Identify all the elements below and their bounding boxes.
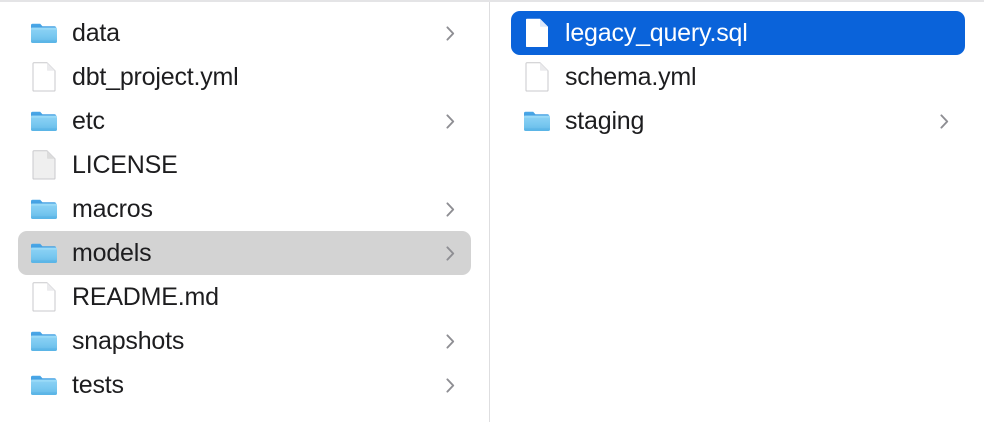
row-label: schema.yml	[565, 63, 697, 91]
row-label: LICENSE	[72, 151, 178, 179]
folder-icon	[30, 18, 58, 48]
folder-row[interactable]: macros	[18, 187, 471, 231]
file-row[interactable]: README.md	[18, 275, 471, 319]
chevron-right-icon[interactable]	[443, 374, 457, 396]
document-icon	[30, 150, 58, 180]
row-label: models	[72, 239, 152, 267]
file-row[interactable]: legacy_query.sql	[511, 11, 965, 55]
folder-row[interactable]: snapshots	[18, 319, 471, 363]
file-column-two: legacy_query.sql schema.yml staging	[490, 0, 983, 422]
folder-icon	[523, 106, 551, 136]
chevron-right-icon[interactable]	[443, 198, 457, 220]
chevron-right-icon[interactable]	[443, 22, 457, 44]
chevron-right-icon[interactable]	[443, 110, 457, 132]
document-icon	[30, 62, 58, 92]
folder-icon	[30, 326, 58, 356]
top-hairline	[0, 0, 984, 2]
row-label: data	[72, 19, 120, 47]
folder-icon	[30, 194, 58, 224]
folder-row[interactable]: data	[18, 11, 471, 55]
folder-row[interactable]: models	[18, 231, 471, 275]
row-label: legacy_query.sql	[565, 19, 748, 47]
folder-icon	[30, 238, 58, 268]
file-row[interactable]: LICENSE	[18, 143, 471, 187]
row-label: README.md	[72, 283, 219, 311]
document-icon	[523, 18, 551, 48]
chevron-right-icon[interactable]	[443, 242, 457, 264]
folder-row[interactable]: staging	[511, 99, 965, 143]
document-icon	[30, 282, 58, 312]
row-label: etc	[72, 107, 105, 135]
folder-icon	[30, 106, 58, 136]
file-row[interactable]: dbt_project.yml	[18, 55, 471, 99]
folder-row[interactable]: etc	[18, 99, 471, 143]
row-label: snapshots	[72, 327, 185, 355]
row-label: tests	[72, 371, 124, 399]
chevron-right-icon[interactable]	[443, 330, 457, 352]
folder-row[interactable]: tests	[18, 363, 471, 407]
row-label: dbt_project.yml	[72, 63, 239, 91]
folder-icon	[30, 370, 58, 400]
chevron-right-icon[interactable]	[937, 110, 951, 132]
document-icon	[523, 62, 551, 92]
row-label: staging	[565, 107, 645, 135]
file-row[interactable]: schema.yml	[511, 55, 965, 99]
row-label: macros	[72, 195, 153, 223]
